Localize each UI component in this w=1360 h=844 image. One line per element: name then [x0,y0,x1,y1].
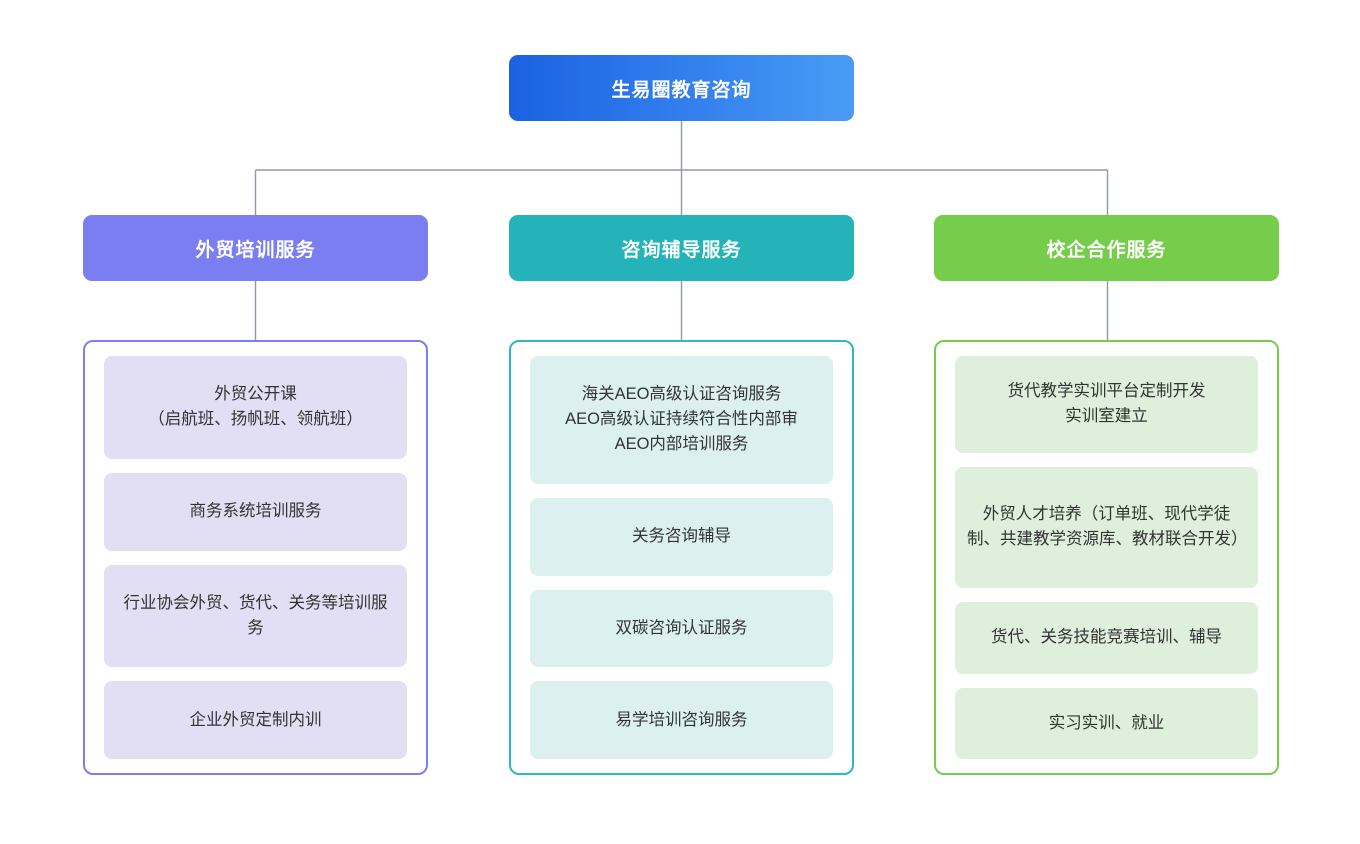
service-item-card[interactable]: 关务咨询辅导 [530,497,833,576]
category-header-3[interactable]: 校企合作服务 [934,215,1279,281]
service-item-card[interactable]: 海关AEO高级认证咨询服务 AEO高级认证持续符合性内部审 AEO内部培训服务 [530,356,833,484]
branch-column-2: 咨询辅导服务 海关AEO高级认证咨询服务 AEO高级认证持续符合性内部审 AEO… [509,0,854,844]
service-item-card[interactable]: 商务系统培训服务 [104,472,407,551]
service-item-label: 行业协会外贸、货代、关务等培训服务 [123,593,388,637]
category-header-label-1: 外贸培训服务 [195,239,316,261]
service-item-label: 商务系统培训服务 [189,502,322,521]
category-header-2[interactable]: 咨询辅导服务 [509,215,854,281]
service-item-card[interactable]: 货代教学实训平台定制开发 实训室建立 [955,356,1258,453]
service-item-card[interactable]: 易学培训咨询服务 [530,681,833,759]
service-item-card[interactable]: 实习实训、就业 [955,687,1258,759]
service-item-label: 企业外贸定制内训 [189,710,322,729]
branch-column-1: 外贸培训服务 外贸公开课 （启航班、扬帆班、领航班） 商务系统培训服务 行业协会… [83,0,428,844]
service-item-label: 货代、关务技能竞赛培训、辅导 [991,628,1222,647]
service-group-2: 海关AEO高级认证咨询服务 AEO高级认证持续符合性内部审 AEO内部培训服务 … [509,340,854,775]
category-header-1[interactable]: 外贸培训服务 [83,215,428,281]
service-group-3: 货代教学实训平台定制开发 实训室建立 外贸人才培养（订单班、现代学徒制、共建教学… [934,340,1279,775]
service-item-card[interactable]: 货代、关务技能竞赛培训、辅导 [955,602,1258,674]
service-item-label: 双碳咨询认证服务 [615,618,748,637]
service-item-label: 易学培训咨询服务 [615,710,748,729]
category-header-label-3: 校企合作服务 [1046,239,1167,261]
root-node[interactable]: 生易圈教育咨询 [509,55,854,121]
service-item-card[interactable]: 外贸人才培养（订单班、现代学徒制、共建教学资源库、教材联合开发） [955,466,1258,588]
service-item-label: 外贸人才培养（订单班、现代学徒制、共建教学资源库、教材联合开发） [967,505,1248,549]
service-item-label: 海关AEO高级认证咨询服务 AEO高级认证持续符合性内部审 AEO内部培训服务 [565,385,798,454]
service-item-label: 外贸公开课 （启航班、扬帆班、领航班） [148,385,363,429]
service-item-card[interactable]: 行业协会外贸、货代、关务等培训服务 [104,564,407,668]
branch-column-3: 校企合作服务 货代教学实训平台定制开发 实训室建立 外贸人才培养（订单班、现代学… [934,0,1279,844]
service-group-1: 外贸公开课 （启航班、扬帆班、领航班） 商务系统培训服务 行业协会外贸、货代、关… [83,340,428,775]
service-item-card[interactable]: 企业外贸定制内训 [104,681,407,759]
service-item-label: 实习实训、就业 [1048,713,1165,732]
root-node-label: 生易圈教育咨询 [611,79,752,101]
service-item-card[interactable]: 外贸公开课 （启航班、扬帆班、领航班） [104,356,407,459]
service-item-label: 关务咨询辅导 [632,527,731,546]
service-item-label: 货代教学实训平台定制开发 实训室建立 [1007,382,1206,426]
service-item-card[interactable]: 双碳咨询认证服务 [530,589,833,668]
category-header-label-2: 咨询辅导服务 [621,239,742,261]
